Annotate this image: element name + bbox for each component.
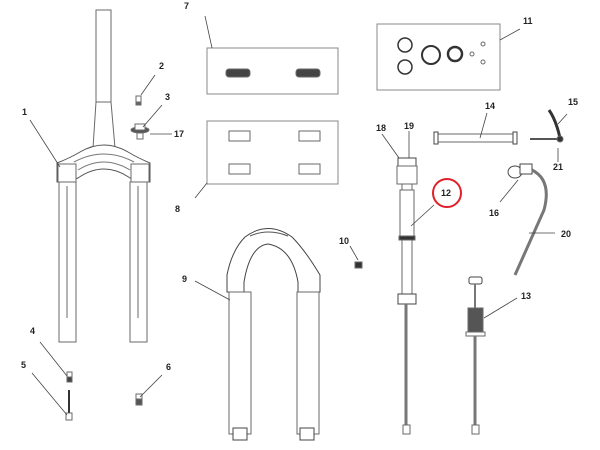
label-part-17: 17 bbox=[174, 129, 185, 139]
label-part-9: 9 bbox=[182, 274, 188, 284]
label-part-13: 13 bbox=[521, 291, 532, 301]
part-16-remote bbox=[507, 163, 533, 179]
label-part-10: 10 bbox=[339, 236, 350, 246]
part-7-dust-seal-kit bbox=[206, 47, 339, 95]
label-part-18: 18 bbox=[376, 123, 387, 133]
label-part-7: 7 bbox=[184, 1, 190, 11]
part-3-top-cap bbox=[130, 123, 150, 140]
part-4-bolt bbox=[66, 371, 73, 383]
part-20-remote-cable bbox=[513, 168, 548, 276]
label-part-6: 6 bbox=[166, 362, 172, 372]
label-part-3: 3 bbox=[165, 92, 171, 102]
label-part-21: 21 bbox=[553, 162, 564, 172]
part-5-rod-bolt bbox=[65, 390, 73, 421]
label-part-14: 14 bbox=[485, 101, 496, 111]
label-part-12[interactable]: 12 bbox=[441, 188, 452, 198]
part-2 bbox=[135, 95, 142, 106]
part-15-qr-lever bbox=[530, 109, 564, 143]
label-part-1: 1 bbox=[22, 107, 28, 117]
part-8-foam-ring-kit bbox=[206, 120, 339, 185]
label-part-8: 8 bbox=[175, 204, 181, 214]
part-13-spring-shaft bbox=[465, 276, 486, 435]
label-part-11: 11 bbox=[523, 16, 533, 26]
label-part-19: 19 bbox=[404, 121, 415, 131]
highlight-circle-part-12 bbox=[432, 178, 462, 208]
part-1-crown-steerer bbox=[56, 9, 151, 343]
label-part-15: 15 bbox=[568, 97, 579, 107]
label-part-16: 16 bbox=[489, 208, 500, 218]
leader-lines bbox=[29, 15, 568, 416]
part-10 bbox=[354, 261, 363, 269]
label-part-4: 4 bbox=[30, 326, 36, 336]
part-12-damper bbox=[396, 157, 418, 435]
part-14-axle bbox=[433, 131, 518, 145]
label-part-2: 2 bbox=[159, 61, 165, 71]
part-11-seal-kit bbox=[376, 23, 501, 91]
part-6-bolt bbox=[135, 393, 143, 406]
part-9-lower-legs bbox=[226, 228, 321, 441]
label-part-20: 20 bbox=[561, 229, 572, 239]
label-part-5: 5 bbox=[21, 360, 27, 370]
